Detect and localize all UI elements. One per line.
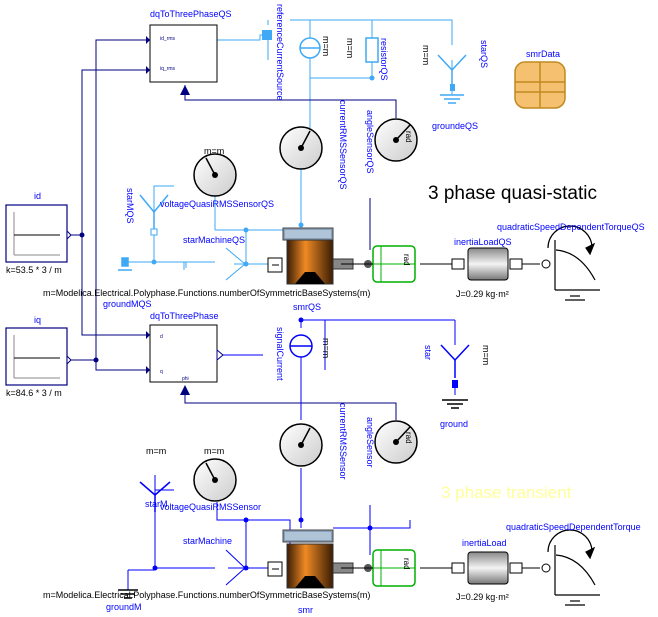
iq-constant-block (5, 327, 72, 386)
smr-qs-label: smrQS (293, 302, 321, 312)
ground-mqs-symbol (118, 257, 132, 271)
mm-sig-label: m=m (321, 338, 331, 359)
dq-label: dqToThreePhase (150, 311, 219, 321)
star-machine-qs-label: starMachineQS (183, 235, 246, 245)
ground-m-label: groundM (106, 602, 142, 612)
dq-in1-label: d (160, 334, 163, 340)
m-formula-label: m=Modelica.Electrical.Polyphase.Function… (43, 590, 371, 600)
voltage-rms-sensor-qs-gauge (193, 153, 237, 197)
j-qs-label: J=0.29 kg·m² (456, 289, 509, 299)
star-qs-port (450, 84, 455, 91)
current-rms-sensor-gauge (279, 423, 323, 467)
ground-qs-symbol (440, 94, 464, 104)
dq-phi-label: phi (182, 376, 189, 382)
dq-qs-in1-label: id_rms (160, 36, 176, 42)
resistor-qs-label: resistorQS (379, 38, 389, 81)
title-transient: 3 phase transient (441, 483, 572, 502)
current-rms-sensor-qs-gauge (279, 126, 323, 170)
angle-qs-label: angleSensorQS (365, 110, 375, 174)
mm-m-label: m=m (146, 446, 167, 456)
angle-label: angleSensor (365, 417, 375, 468)
junction-qs-2 (93, 357, 99, 363)
quad-qs-label: quadraticSpeedDependentTorqueQS (497, 222, 645, 232)
junction-qs-1 (79, 232, 85, 238)
current-rms-qs-label: currentRMSSensorQS (338, 100, 348, 190)
inertia-label: inertiaLoad (462, 538, 507, 548)
ground-qs-label: groundeQS (432, 121, 479, 131)
star-qs-label: starQS (479, 40, 489, 69)
smr-data-label: smrData (526, 49, 561, 59)
angle-qs-rad-flange (341, 245, 416, 283)
volt-qs-label: voltageQuasiRMSSensorQS (160, 199, 275, 209)
current-rms-label: currentRMSSensor (338, 403, 348, 480)
smr-motor (267, 529, 372, 589)
inertia-qs-label: inertiaLoadQS (454, 237, 512, 247)
star-m-label: starM (145, 499, 168, 509)
volt-label: voltageQuasiRMSSensor (160, 502, 262, 512)
mm-starqs-label: m=m (421, 45, 431, 66)
star-machine-label: starMachine (183, 536, 233, 546)
star-mqs-label: starMQS (125, 188, 135, 224)
dq-qs-label: dqToThreePhaseQS (150, 9, 232, 19)
id-label: id (34, 191, 42, 201)
dq-in2-label: q (160, 369, 163, 375)
quadratic-torque-qs-symbol (547, 225, 600, 301)
quadratic-torque-symbol (547, 529, 600, 606)
inertia-load-symbol (420, 551, 551, 585)
rad-flange-label: rad (402, 558, 411, 570)
inertia-load-qs-symbol (420, 247, 551, 281)
star-mqs-symbol (139, 194, 169, 230)
reference-current-source-symbol (299, 37, 321, 59)
star-qs-symbol (437, 54, 467, 85)
ref-current-source-label: referenceCurrentSource (275, 4, 285, 101)
mm-star-label: m=m (481, 345, 491, 366)
qs-wires-lightblue (125, 19, 453, 281)
smr-data-icon (514, 61, 566, 109)
tr-junctions (152, 317, 373, 571)
j-label: J=0.29 kg·m² (456, 592, 509, 602)
dq-to-three-phase-qs-block (146, 24, 272, 95)
star-port (452, 380, 458, 388)
id-k-label: k=53.5 * 3 / m (6, 265, 62, 275)
signal-current-symbol (289, 334, 313, 358)
iq-k-label: k=84.6 * 3 / m (6, 388, 62, 398)
signal-current-label: signalCurrent (275, 327, 285, 381)
quad-label: quadraticSpeedDependentTorque (506, 522, 641, 532)
smr-qs-motor (267, 227, 372, 285)
resistor-qs-symbol (365, 37, 379, 63)
title-quasi-static: 3 phase quasi-static (428, 183, 597, 204)
angle-rad-flange (341, 549, 416, 587)
dq-qs-in2-label: iq_rms (160, 66, 176, 72)
id-constant-block (5, 204, 72, 263)
star-mqs-port (150, 228, 158, 236)
dq-to-three-phase-block (146, 324, 224, 395)
mm-volt-label: m=m (204, 446, 225, 456)
star-symbol (440, 344, 470, 378)
rad-qs-gauge-label: rad (404, 131, 413, 143)
rad-qs-flange-label: rad (402, 254, 411, 266)
mm-volt-qs-label: m=m (204, 146, 225, 156)
ground-label: ground (440, 419, 469, 429)
smr-label: smr (298, 605, 313, 615)
ground-mqs-label: groundMQS (103, 299, 152, 309)
ground-m-symbol (118, 589, 138, 599)
m-formula-qs-label: m=Modelica.Electrical.Polyphase.Function… (43, 288, 371, 298)
star-label: star (423, 345, 433, 361)
rad-gauge-label: rad (404, 432, 413, 444)
mm-res-label: m=m (345, 38, 355, 59)
iq-label: iq (34, 315, 42, 325)
ground-symbol (442, 399, 468, 409)
voltage-rms-sensor-gauge (193, 458, 237, 502)
qs-junctions (151, 75, 375, 267)
mm-ref-label: m=m (321, 36, 331, 57)
star-m-symbol (139, 481, 171, 512)
angle-sensor-gauge (374, 420, 418, 464)
angle-sensor-qs-gauge (374, 118, 418, 162)
